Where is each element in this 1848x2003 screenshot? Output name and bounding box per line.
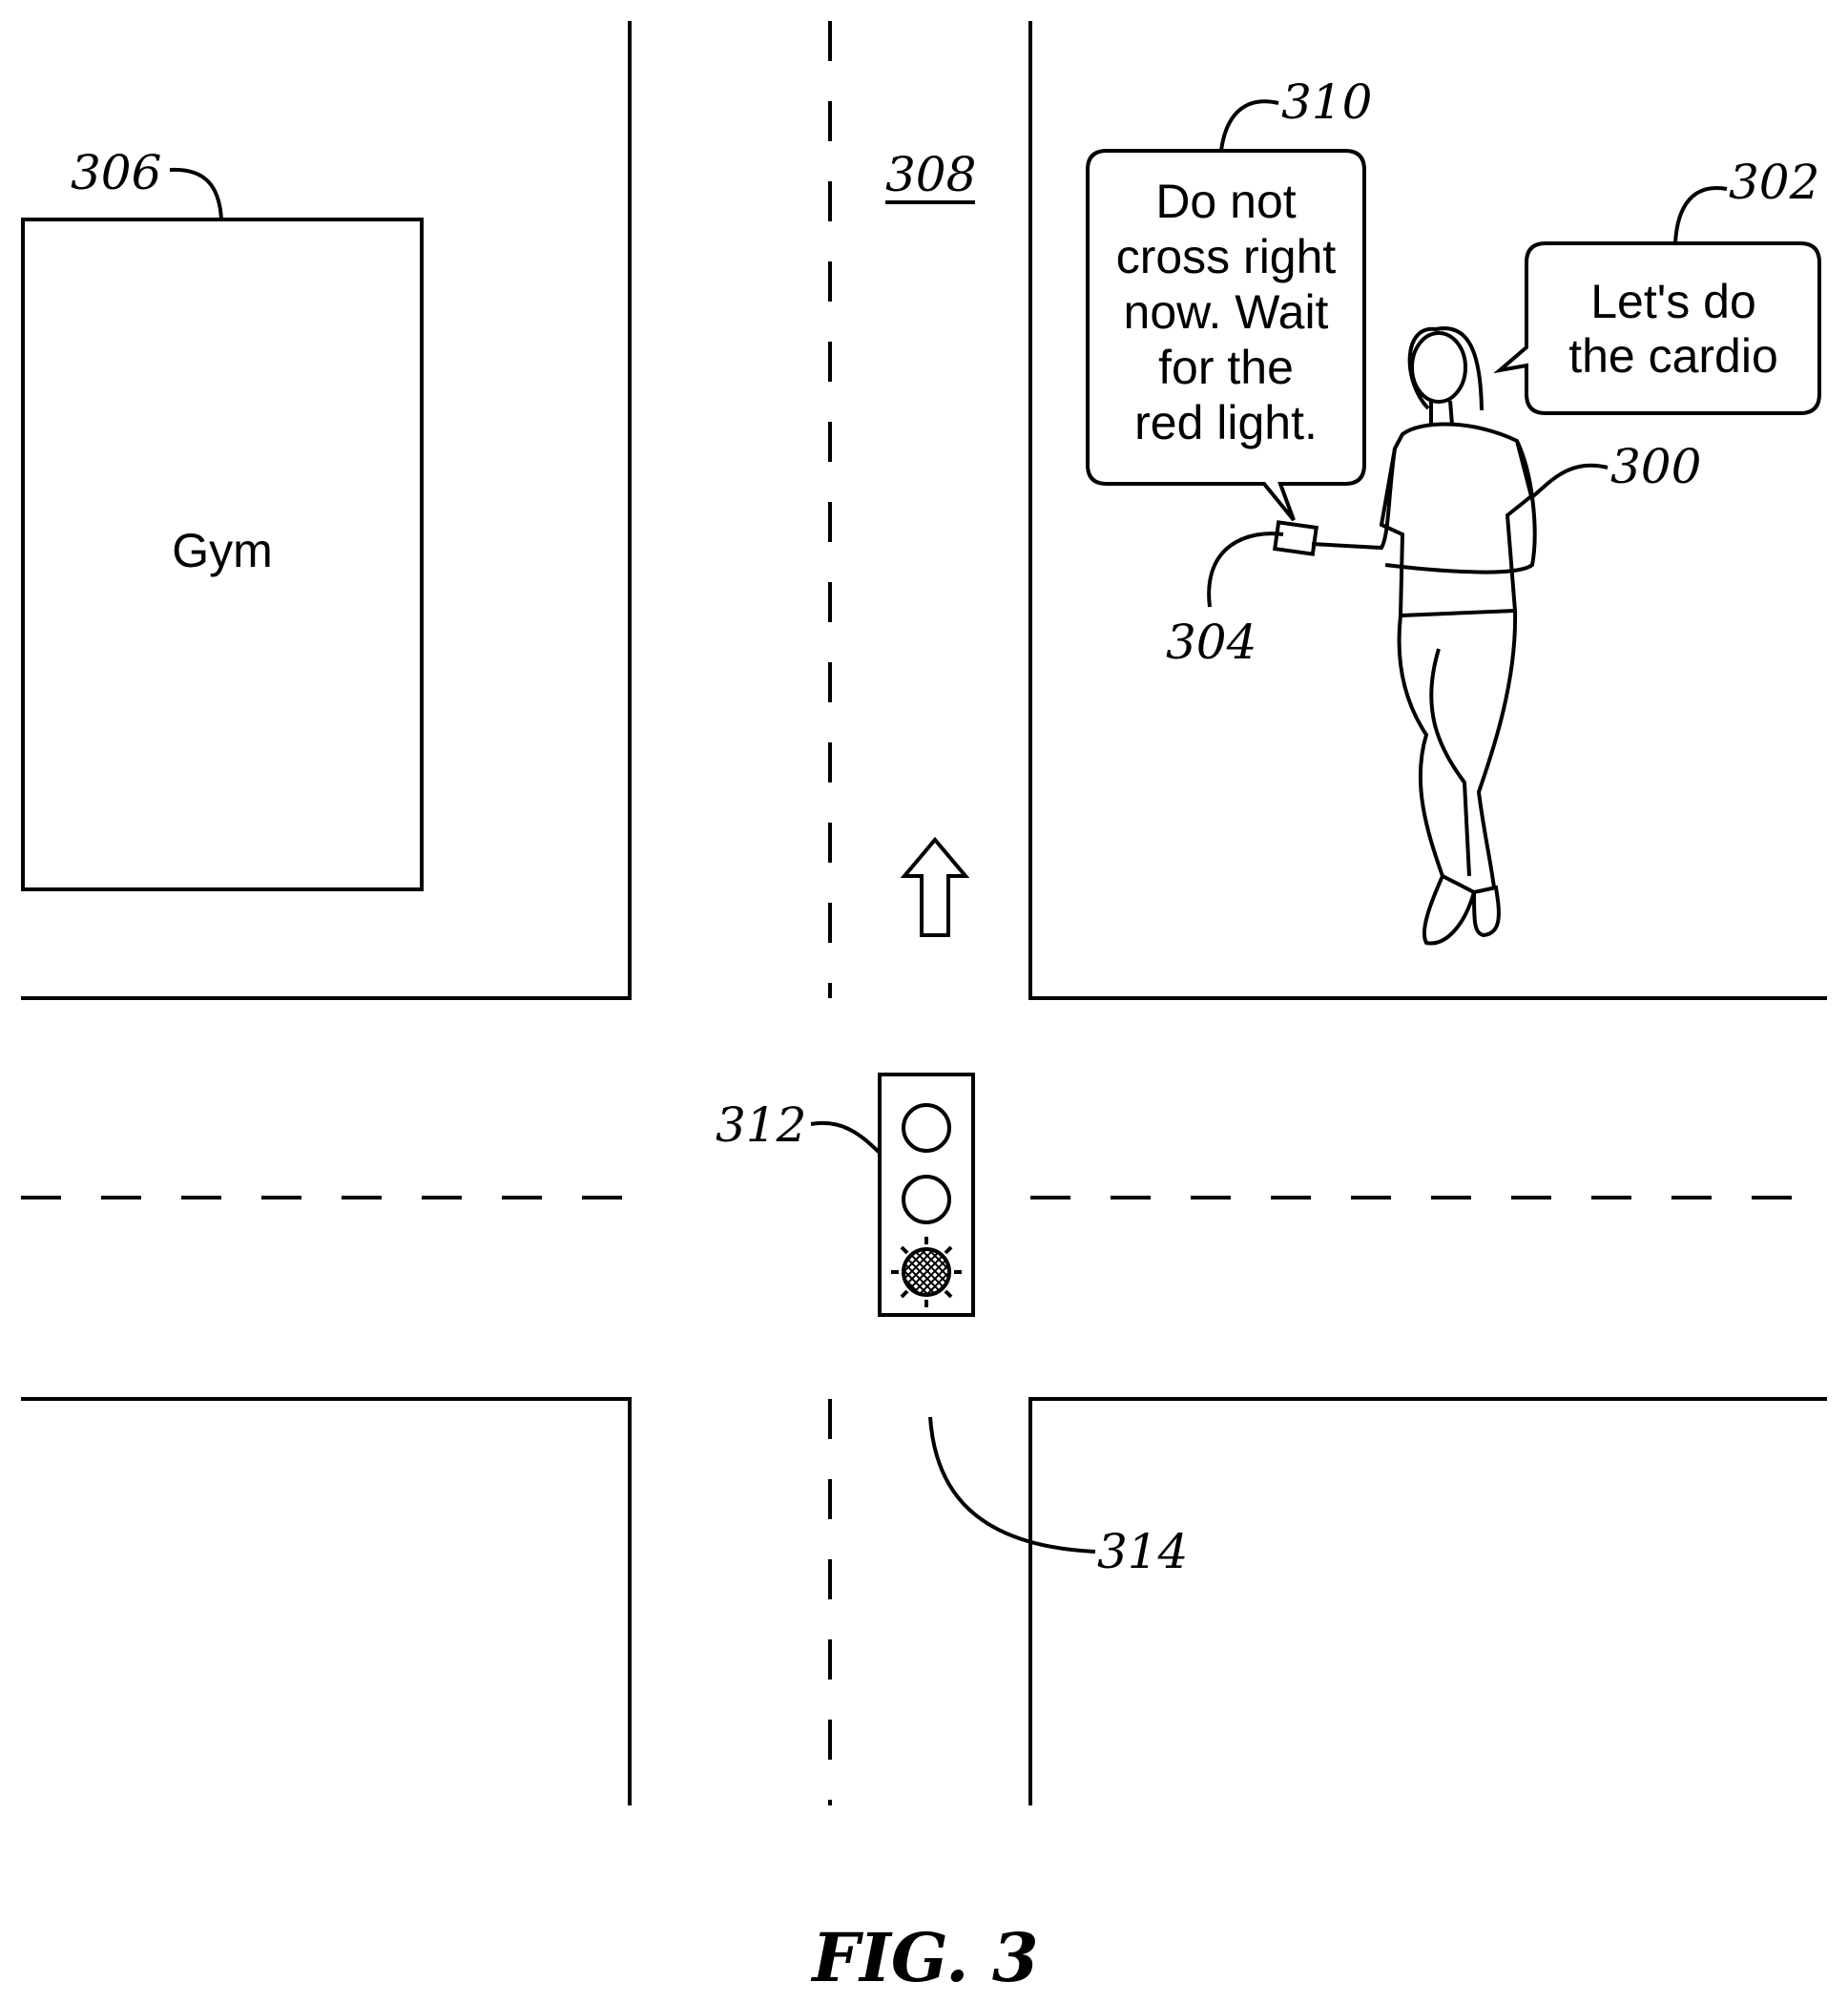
bubble-302-line-1: Let's do bbox=[1590, 275, 1756, 328]
leader-312 bbox=[811, 1123, 880, 1153]
ref-308: 308 bbox=[885, 147, 976, 202]
bubble-310-line-2: cross right bbox=[1116, 230, 1337, 283]
traffic-light: 312 bbox=[716, 1075, 973, 1315]
person-inner-leg bbox=[1431, 649, 1469, 876]
curb-bottom-right bbox=[1030, 1399, 1827, 1805]
curb-bottom-left bbox=[21, 1399, 630, 1805]
street-curbs bbox=[21, 21, 1827, 1805]
ref-304: 304 bbox=[1166, 615, 1256, 670]
leader-314 bbox=[930, 1417, 1095, 1552]
curb-top-right bbox=[1030, 21, 1827, 998]
phone-device: 304 bbox=[1166, 522, 1317, 670]
leader-306 bbox=[170, 170, 221, 219]
ref-314: 314 bbox=[1097, 1524, 1188, 1579]
ref-312: 312 bbox=[716, 1097, 806, 1153]
gym-building: Gym 306 bbox=[23, 145, 422, 889]
person-figure: 300 bbox=[1312, 328, 1701, 943]
ref-302: 302 bbox=[1729, 155, 1819, 210]
bubble-302-line-2: the cardio bbox=[1568, 329, 1778, 383]
person-right-shoe bbox=[1474, 887, 1499, 935]
traffic-light-middle-icon bbox=[903, 1177, 949, 1222]
person-speech-bubble: Let's do the cardio 302 bbox=[1500, 155, 1819, 413]
crosswalk-reference: 314 bbox=[930, 1417, 1188, 1579]
lit-lamp-fill bbox=[903, 1249, 949, 1295]
person-neck bbox=[1431, 401, 1452, 425]
person-right-leg bbox=[1479, 611, 1515, 887]
person-left-shoe bbox=[1424, 876, 1474, 943]
bubble-310-line-4: for the bbox=[1158, 341, 1294, 394]
gym-label: Gym bbox=[172, 524, 273, 577]
ref-306: 306 bbox=[71, 145, 161, 200]
leader-310 bbox=[1221, 101, 1278, 151]
person-torso bbox=[1381, 425, 1531, 616]
lane-dividers bbox=[21, 21, 1827, 1805]
phone-icon bbox=[1275, 522, 1317, 553]
phone-speech-bubble: Do not cross right now. Wait for the red… bbox=[1088, 74, 1372, 520]
figure-caption: FIG. 3 bbox=[810, 1918, 1038, 1997]
ref-310: 310 bbox=[1281, 74, 1372, 130]
bubble-310-line-1: Do not bbox=[1155, 175, 1296, 228]
bubble-310-line-5: red light. bbox=[1134, 396, 1318, 449]
bubble-302-outline bbox=[1500, 243, 1819, 413]
bubble-310-line-3: now. Wait bbox=[1124, 285, 1329, 339]
person-head bbox=[1412, 333, 1465, 402]
person-arm-left bbox=[1312, 449, 1395, 548]
leader-304 bbox=[1209, 533, 1283, 607]
traffic-light-top-icon bbox=[903, 1105, 949, 1151]
up-arrow-icon bbox=[904, 840, 966, 935]
leader-300 bbox=[1533, 466, 1608, 496]
traffic-light-bottom-lit-icon bbox=[891, 1237, 962, 1307]
leader-302 bbox=[1675, 188, 1727, 243]
street-label: 308 bbox=[885, 147, 976, 202]
ref-300: 300 bbox=[1610, 439, 1701, 494]
